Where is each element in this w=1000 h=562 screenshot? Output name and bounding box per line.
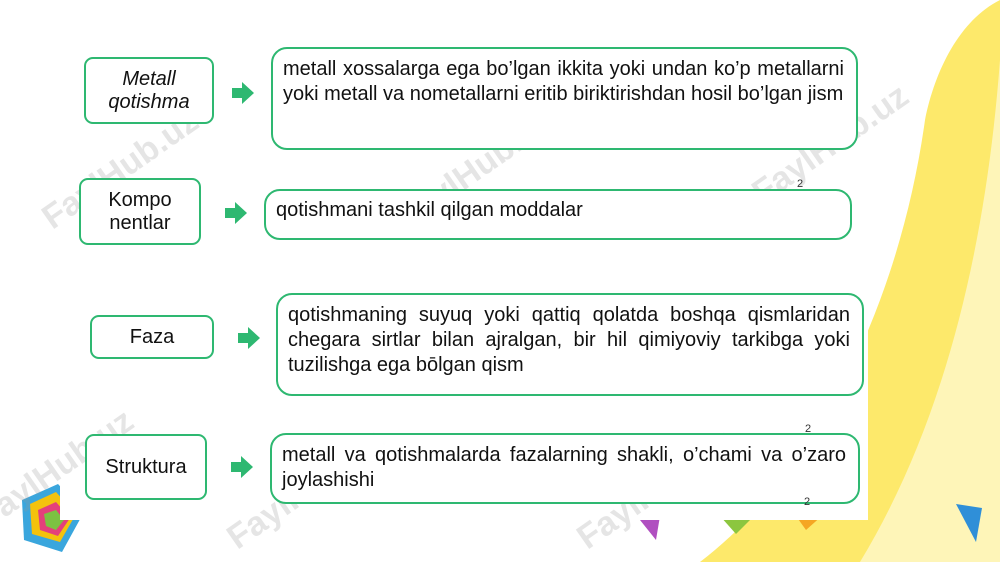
triangle-purple: [640, 516, 660, 540]
definition-text: qotishmani tashkil qilgan moddalar: [276, 199, 583, 221]
footnote-mark: 2: [797, 178, 804, 190]
term-label: Struktura: [105, 455, 187, 478]
footnote-mark: 2: [804, 496, 811, 508]
triangle-blue: [956, 504, 982, 542]
light-swoosh: [860, 60, 1000, 562]
arrow-right-icon: [232, 82, 254, 104]
term-box-faza: Faza: [90, 315, 214, 359]
definition-text: qotishmaning suyuq yoki qattiq qolatda b…: [288, 304, 850, 376]
term-label: Faza: [129, 325, 175, 348]
term-box-metall-qotishma: Metall qotishma: [84, 57, 214, 124]
definition-text: metall va qotishmalarda fazalarning shak…: [282, 444, 846, 491]
footnote-mark: 2: [805, 423, 812, 435]
term-label: Metall qotishma: [108, 67, 190, 113]
arrow-right-icon: [231, 456, 253, 478]
definition-text: metall xossalarga ega bo’lgan ikkita yok…: [283, 58, 844, 105]
arrow-right-icon: [238, 327, 260, 349]
arrow-right-icon: [225, 202, 247, 224]
definition-box: qotishmaning suyuq yoki qattiq qolatda b…: [276, 293, 864, 396]
definition-box: qotishmani tashkil qilgan moddalar: [264, 189, 852, 240]
triangle-green: [720, 516, 752, 534]
term-box-struktura: Struktura: [85, 434, 207, 500]
definition-box: metall va qotishmalarda fazalarning shak…: [270, 433, 860, 504]
definition-box: metall xossalarga ega bo’lgan ikkita yok…: [271, 47, 858, 150]
yellow-swoosh: [700, 0, 1000, 562]
term-label: Kompo nentlar: [108, 188, 172, 234]
term-box-komponentlar: Kompo nentlar: [79, 178, 201, 245]
